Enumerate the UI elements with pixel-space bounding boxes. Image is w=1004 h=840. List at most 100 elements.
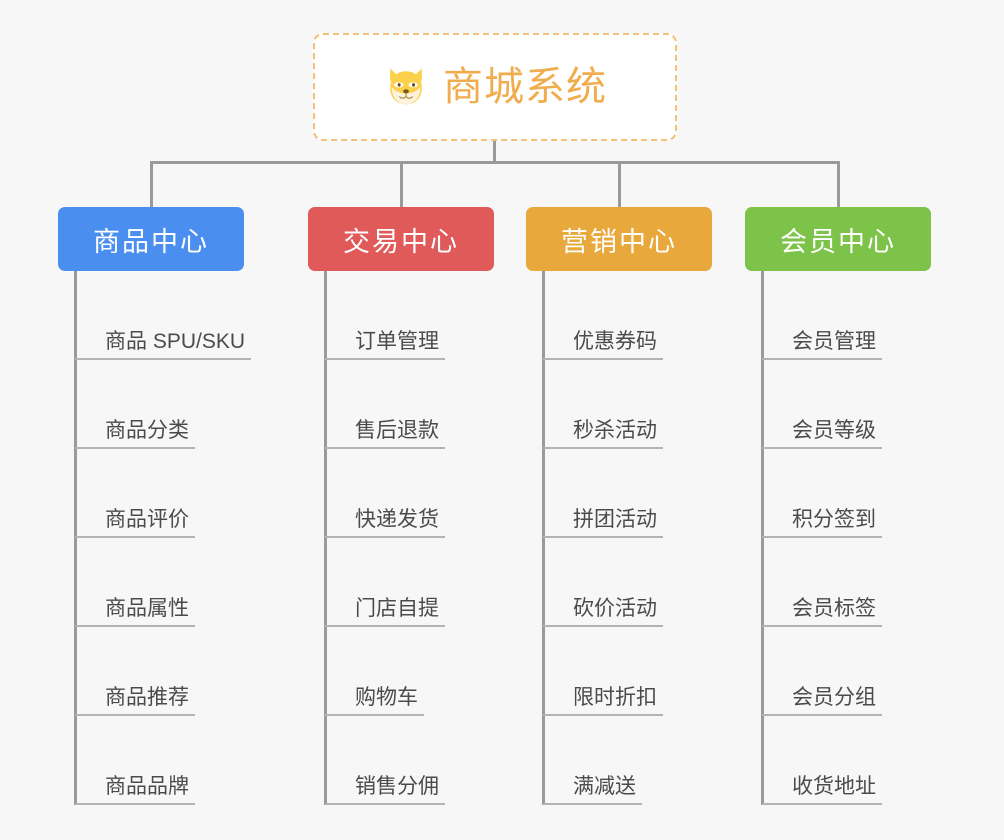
leaf-underline [75, 447, 195, 449]
leaf-label: 积分签到 [792, 507, 876, 531]
connector-drop-4 [837, 161, 840, 207]
list-item[interactable]: 优惠券码 [543, 271, 712, 360]
list-item[interactable]: 销售分佣 [325, 716, 494, 805]
list-item[interactable]: 商品 SPU/SKU [75, 271, 251, 360]
leaf-underline [325, 447, 445, 449]
list-item[interactable]: 商品品牌 [75, 716, 244, 805]
connector-drop-2 [400, 161, 403, 207]
leaf-underline [762, 625, 882, 627]
shiba-dog-icon [390, 68, 422, 105]
list-item[interactable]: 会员等级 [762, 360, 931, 449]
leaf-underline [325, 625, 445, 627]
branch-spine-3 [542, 271, 545, 805]
branch-header-label-1: 商品中心 [93, 226, 209, 257]
leaf-underline [75, 714, 195, 716]
leaf-label: 会员标签 [792, 596, 876, 620]
leaf-label: 门店自提 [355, 596, 439, 620]
leaf-underline [75, 803, 195, 805]
list-item[interactable]: 门店自提 [325, 538, 494, 627]
branch-body-3: 优惠券码 秒杀活动 拼团活动 砍价活动 限时折扣 满减送 [526, 271, 712, 805]
leaf-underline [325, 714, 424, 716]
leaf-underline [543, 358, 663, 360]
leaf-underline [325, 536, 445, 538]
list-item[interactable]: 拼团活动 [543, 449, 712, 538]
leaf-label: 会员管理 [792, 329, 876, 353]
root-title: 商城系统 [443, 65, 607, 109]
list-item[interactable]: 订单管理 [325, 271, 494, 360]
leaf-underline [762, 714, 882, 716]
leaf-underline [762, 803, 882, 805]
list-item[interactable]: 秒杀活动 [543, 360, 712, 449]
leaf-label: 会员分组 [792, 685, 876, 709]
list-item[interactable]: 会员标签 [762, 538, 931, 627]
list-item[interactable]: 商品评价 [75, 449, 244, 538]
leaf-label: 拼团活动 [573, 507, 657, 531]
leaf-label: 商品评价 [105, 507, 189, 531]
leaf-label: 商品 SPU/SKU [105, 329, 246, 353]
branch-body-2: 订单管理 售后退款 快递发货 门店自提 购物车 销售分佣 [308, 271, 494, 805]
list-item[interactable]: 购物车 [325, 627, 494, 716]
list-item[interactable]: 商品分类 [75, 360, 244, 449]
leaf-label: 满减送 [573, 774, 636, 798]
leaf-label: 购物车 [355, 685, 418, 709]
branch-body-1: 商品 SPU/SKU 商品分类 商品评价 商品属性 商品推荐 商品品牌 [58, 271, 251, 805]
leaf-underline [75, 536, 195, 538]
leaf-label: 商品品牌 [105, 774, 189, 798]
leaf-underline [762, 536, 882, 538]
branch-column-3: 营销中心 优惠券码 秒杀活动 拼团活动 砍价活动 限时折扣 [526, 207, 712, 805]
leaf-underline [762, 447, 882, 449]
leaf-label: 商品属性 [105, 596, 189, 620]
branch-header-label-2: 交易中心 [343, 226, 459, 257]
branch-header-1[interactable]: 商品中心 [58, 207, 244, 271]
connector-horizontal-bar [150, 161, 840, 164]
leaf-underline [543, 803, 642, 805]
branch-header-label-3: 营销中心 [561, 226, 677, 257]
leaf-underline [325, 803, 445, 805]
list-item[interactable]: 快递发货 [325, 449, 494, 538]
branch-header-3[interactable]: 营销中心 [526, 207, 712, 271]
branch-column-1: 商品中心 商品 SPU/SKU 商品分类 商品评价 商品属性 商品推荐 [58, 207, 251, 805]
leaf-label: 售后退款 [355, 418, 439, 442]
list-item[interactable]: 商品属性 [75, 538, 244, 627]
leaf-label: 收货地址 [792, 774, 876, 798]
connector-drop-3 [618, 161, 621, 207]
list-item[interactable]: 商品推荐 [75, 627, 244, 716]
list-item[interactable]: 限时折扣 [543, 627, 712, 716]
root-node[interactable]: 商城系统 [313, 33, 677, 141]
branch-spine-1 [74, 271, 77, 805]
list-item[interactable]: 砍价活动 [543, 538, 712, 627]
leaf-label: 商品分类 [105, 418, 189, 442]
leaf-underline [75, 625, 195, 627]
list-item[interactable]: 积分签到 [762, 449, 931, 538]
branch-header-4[interactable]: 会员中心 [745, 207, 931, 271]
leaf-underline [762, 358, 882, 360]
list-item[interactable]: 满减送 [543, 716, 712, 805]
leaf-underline [543, 536, 663, 538]
leaf-underline [543, 447, 663, 449]
leaf-underline [325, 358, 445, 360]
connector-drop-1 [150, 161, 153, 207]
branch-header-2[interactable]: 交易中心 [308, 207, 494, 271]
leaf-label: 销售分佣 [355, 774, 439, 798]
leaf-label: 快递发货 [355, 507, 439, 531]
leaf-label: 优惠券码 [573, 329, 657, 353]
list-item[interactable]: 会员管理 [762, 271, 931, 360]
list-item[interactable]: 售后退款 [325, 360, 494, 449]
leaf-underline [543, 625, 663, 627]
list-item[interactable]: 收货地址 [762, 716, 931, 805]
leaf-label: 商品推荐 [105, 685, 189, 709]
list-item[interactable]: 会员分组 [762, 627, 931, 716]
leaf-label: 订单管理 [355, 329, 439, 353]
leaf-underline [75, 358, 251, 360]
branch-column-4: 会员中心 会员管理 会员等级 积分签到 会员标签 会员分组 [745, 207, 931, 805]
leaf-label: 会员等级 [792, 418, 876, 442]
connector-root-stem [493, 141, 496, 163]
branch-header-label-4: 会员中心 [780, 226, 896, 257]
leaf-underline [543, 714, 663, 716]
branch-body-4: 会员管理 会员等级 积分签到 会员标签 会员分组 收货地址 [745, 271, 931, 805]
branch-spine-2 [324, 271, 327, 805]
branch-column-2: 交易中心 订单管理 售后退款 快递发货 门店自提 购物车 [308, 207, 494, 805]
leaf-label: 砍价活动 [573, 596, 657, 620]
branch-spine-4 [761, 271, 764, 805]
